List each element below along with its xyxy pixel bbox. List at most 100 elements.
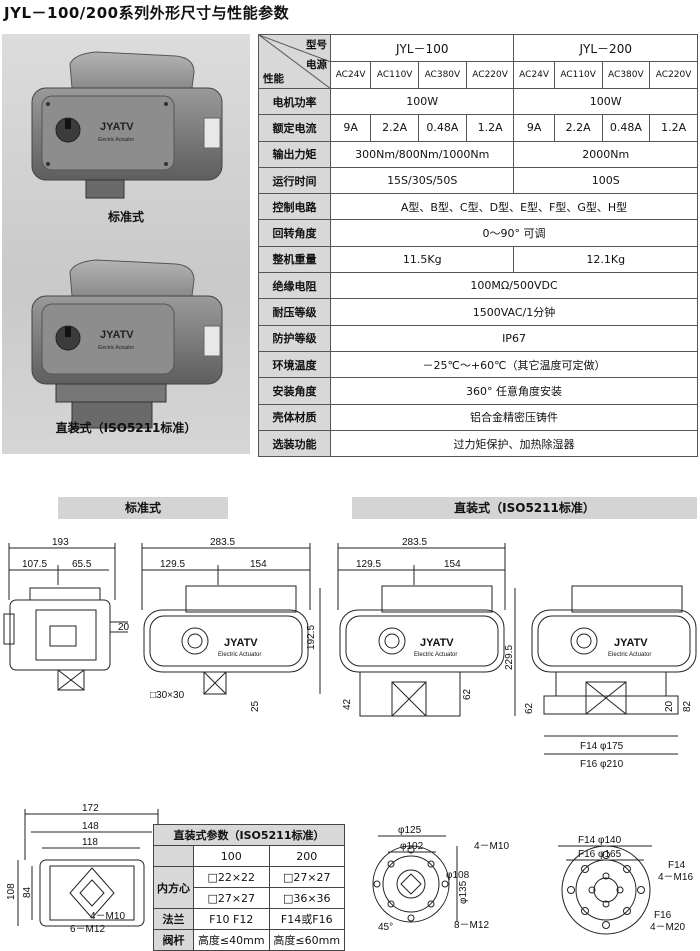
direct-caption: 直装式（ISO5211标准） [55, 421, 197, 435]
photo-panel: JYATV Electric Actuator 标准式 JYATV Electr… [2, 34, 250, 454]
spec-cell: 0.48A [601, 114, 651, 142]
direct-bottom-view-100 [372, 835, 458, 923]
spec-cell: 2000Nm [513, 140, 698, 168]
spec-cell: 100MΩ/500VDC [330, 272, 698, 300]
param-stem-label: 阀杆 [152, 929, 195, 951]
dim-62-a: 62 [462, 688, 473, 700]
dim-20: 20 [118, 622, 130, 633]
dim-283-5-a: 283.5 [210, 537, 235, 548]
param-cell: 高度≤40mm [193, 929, 270, 951]
dim-phi125: φ125 [398, 825, 422, 836]
standard-side-view [3, 543, 128, 691]
standard-front-view [141, 543, 321, 695]
row-label: 运行时间 [258, 166, 331, 195]
row-label: 控制电路 [258, 193, 331, 221]
param-col-200: 200 [268, 845, 345, 867]
brand-front-b: JYATV [420, 637, 454, 649]
dim-107-5: 107.5 [22, 559, 47, 570]
dim-phi102: φ102 [400, 841, 424, 852]
row-label: 环境温度 [258, 350, 331, 379]
spec-table: 型号 电源 性能 JYL－100 JYL－200 AC24V AC110V AC… [258, 34, 698, 458]
row-label: 壳体材质 [258, 403, 331, 431]
spec-cell: 1.2A [465, 114, 515, 142]
spec-cell: 11.5Kg [329, 245, 515, 274]
dim-148: 148 [82, 821, 99, 832]
dim-f14-140: F14 φ140 [578, 835, 622, 846]
voltage-cell: AC24V [329, 61, 372, 89]
model-100-header: JYL－100 [329, 34, 515, 62]
spec-cell: 100W [513, 87, 698, 116]
page-title: JYL－100/200系列外形尺寸与性能参数 [4, 4, 290, 22]
spec-corner-header: 型号 电源 性能 [258, 34, 331, 89]
param-cell: F14或F16 [268, 908, 345, 930]
param-cell: □36×36 [268, 887, 345, 909]
f14-175: F14 φ175 [580, 741, 624, 752]
dim-4-m16: 4－M16 [658, 872, 693, 883]
brand-sub-front-c: Electric Actuator [608, 652, 651, 658]
f16-210: F16 φ210 [580, 759, 624, 770]
row-label: 防护等级 [258, 324, 331, 352]
dim-f16: F16 [654, 910, 672, 921]
row-label: 回转角度 [258, 219, 331, 247]
dim-45deg: 45° [378, 922, 393, 933]
row-label: 输出力矩 [258, 140, 331, 168]
voltage-cell: AC220V [465, 61, 515, 89]
brand-label: JYATV [100, 121, 134, 133]
brand-front-a: JYATV [224, 637, 258, 649]
param-corner [152, 845, 195, 867]
dim-phi108: φ108 [446, 870, 470, 881]
brand-sub-front-a: Electric Actuator [218, 652, 261, 658]
voltage-cell: AC110V [370, 61, 420, 89]
spec-cell: 铝合金精密压铸件 [330, 403, 698, 431]
dim-108: 108 [6, 883, 17, 900]
brand-sub-label-2: Electric Actuator [98, 345, 134, 351]
brand-label-2: JYATV [100, 329, 134, 341]
direct-front-view-200 [531, 585, 697, 755]
spec-cell: 0.48A [418, 114, 467, 142]
dim-229-5: 229.5 [504, 645, 515, 670]
brand-front-c: JYATV [614, 637, 648, 649]
row-label: 额定电流 [258, 114, 331, 142]
spec-cell: 9A [513, 114, 555, 142]
spec-cell: 过力矩保护、加热除湿器 [330, 429, 698, 458]
spec-cell: 100S [513, 166, 698, 195]
dim-62-b: 62 [524, 702, 535, 714]
param-cell: 高度≤60mm [268, 929, 345, 951]
dim-84: 84 [22, 886, 33, 898]
spec-cell: 1.2A [649, 114, 698, 142]
dim-25: 25 [250, 700, 261, 712]
standard-bottom-view [17, 809, 159, 927]
standard-actuator-photo: JYATV Electric Actuator [31, 51, 223, 199]
dim-4-m20: 4－M20 [650, 922, 685, 933]
param-cell: □22×22 [193, 866, 270, 888]
row-label: 耐压等级 [258, 298, 331, 326]
dim-129-5-b: 129.5 [356, 559, 381, 570]
voltage-cell: AC380V [601, 61, 651, 89]
dim-square-30: □30×30 [150, 690, 185, 701]
row-label: 整机重量 [258, 245, 331, 274]
spec-cell: 300Nm/800Nm/1000Nm [329, 140, 515, 168]
row-label: 电机功率 [258, 87, 331, 116]
spec-cell: 1500VAC/1分钟 [330, 298, 698, 326]
param-inner-label: 内方心 [152, 866, 195, 909]
dim-f14: F14 [668, 860, 686, 871]
voltage-cell: AC110V [553, 61, 603, 89]
dimension-drawings: 193 107.5 65.5 20 283.5 129.5 154 192.5 … [3, 537, 697, 935]
voltage-cell: AC220V [649, 61, 698, 89]
dim-4-m10-b: 4－M10 [474, 841, 509, 852]
dim-f16-165: F16 φ165 [578, 849, 622, 860]
param-flange-label: 法兰 [152, 908, 195, 930]
spec-cell: －25℃～+60℃（其它温度可定做） [330, 350, 698, 379]
dim-154-a: 154 [250, 559, 267, 570]
standard-caption: 标准式 [107, 210, 144, 224]
param-cell: F10 F12 [193, 908, 270, 930]
param-title: 直装式参数（ISO5211标准） [153, 824, 345, 846]
direct-actuator-photo: JYATV Electric Actuator [31, 259, 223, 429]
dim-129-5-a: 129.5 [160, 559, 185, 570]
param-cell: □27×27 [268, 866, 345, 888]
dim-118: 118 [82, 837, 98, 848]
standard-drawing-header: 标准式 [58, 497, 228, 519]
voltage-cell: AC380V [418, 61, 467, 89]
corner-model: 型号 [306, 39, 327, 51]
param-col-100: 100 [193, 845, 270, 867]
